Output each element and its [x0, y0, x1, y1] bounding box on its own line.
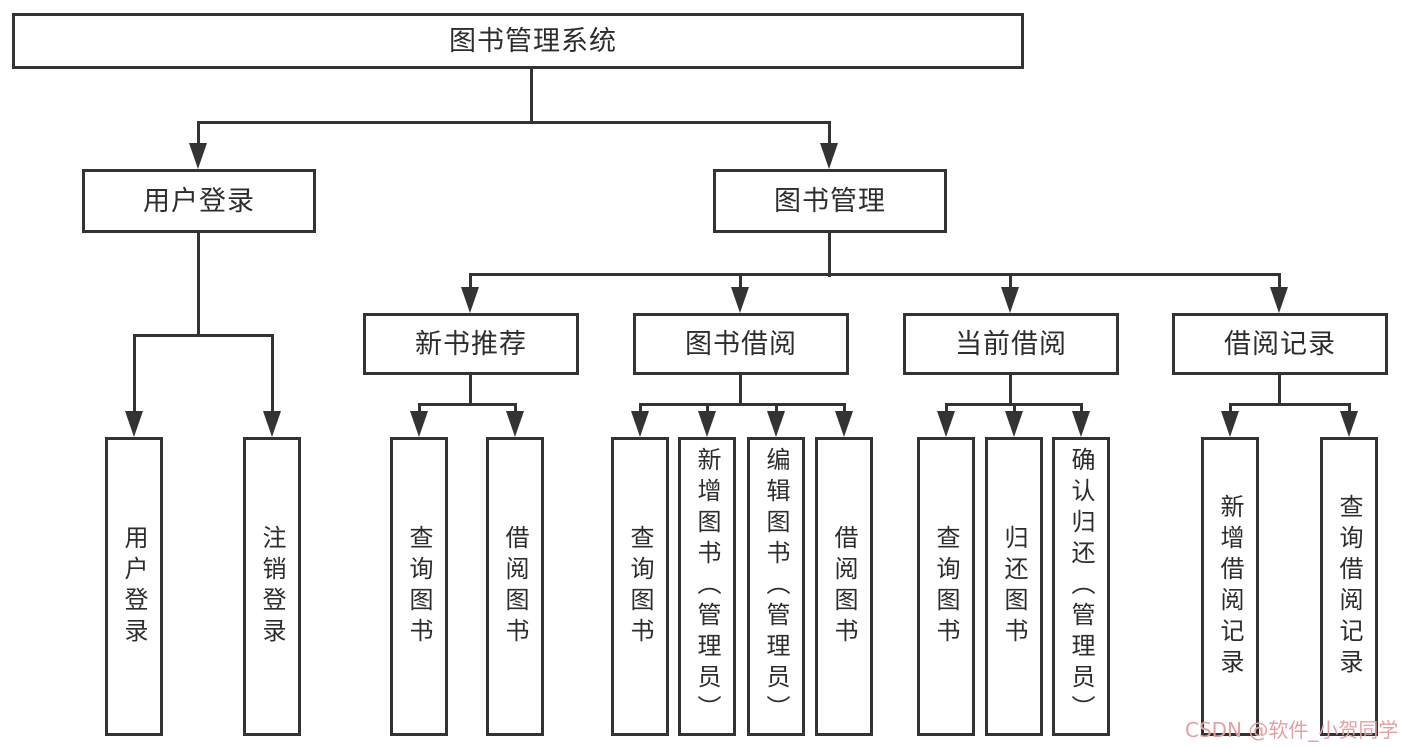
node-leaf-current-query-books-label: 查询图书 [932, 524, 960, 649]
connector-stem-bb-borrow [843, 403, 846, 413]
arrow-user-login-icon [189, 143, 207, 169]
node-leaf-borrow-borrow-books-label: 借阅图书 [830, 524, 858, 649]
connector-stem-bb-query [639, 403, 642, 413]
connector-current-borrow-down [1009, 375, 1012, 405]
connector-stem-bb-add [706, 403, 709, 413]
node-leaf-borrow-add-books-admin-label: 新增图书（管理员） [693, 447, 721, 726]
node-leaf-logout: 注销登录 [243, 437, 301, 736]
connector-new-book-rec-branch [418, 403, 517, 406]
node-borrow-records: 借阅记录 [1172, 313, 1388, 375]
connector-stem-cb-query [945, 403, 948, 413]
node-user-login-label: 用户登录 [143, 185, 255, 217]
arrow-nbr-borrow-icon [506, 411, 524, 437]
node-leaf-records-add-record: 新增借阅记录 [1201, 437, 1259, 736]
node-book-borrow-label: 图书借阅 [685, 328, 797, 360]
connector-stem-cb-confirm [1080, 403, 1083, 413]
node-leaf-user-login: 用户登录 [105, 437, 163, 736]
node-root: 图书管理系统 [12, 13, 1024, 69]
arrow-current-borrow-icon [1001, 287, 1019, 313]
node-root-label: 图书管理系统 [449, 25, 617, 57]
connector-stem-new-book-rec [469, 273, 472, 289]
node-current-borrow-label: 当前借阅 [955, 328, 1067, 360]
node-leaf-borrow-add-books-admin: 新增图书（管理员） [678, 437, 736, 736]
node-current-borrow: 当前借阅 [903, 313, 1119, 375]
arrow-leaf-user-login-icon [125, 411, 143, 437]
connector-stem-cb-return [1013, 403, 1016, 413]
node-leaf-records-add-record-label: 新增借阅记录 [1216, 493, 1244, 680]
node-leaf-newrec-query-books: 查询图书 [390, 437, 448, 736]
node-leaf-current-return-books-label: 归还图书 [1000, 524, 1028, 649]
connector-user-login-down [197, 233, 200, 336]
node-leaf-borrow-edit-books-admin: 编辑图书（管理员） [747, 437, 805, 736]
arrow-book-borrow-icon [731, 287, 749, 313]
arrow-bb-edit-icon [767, 411, 785, 437]
arrow-bb-query-icon [631, 411, 649, 437]
csdn-watermark: CSDN @软件_小贺同学 [1185, 718, 1399, 742]
node-leaf-records-query-record: 查询借阅记录 [1320, 437, 1378, 736]
arrow-bb-add-icon [698, 411, 716, 437]
connector-stem-leaf-logout [271, 334, 274, 414]
connector-user-login-branch [133, 334, 274, 337]
connector-level1-branch [197, 121, 831, 124]
connector-root-trunk [530, 69, 533, 123]
connector-stem-br-query [1348, 403, 1351, 413]
node-leaf-logout-label: 注销登录 [258, 524, 286, 649]
arrow-book-management-icon [820, 143, 838, 169]
node-leaf-records-query-record-label: 查询借阅记录 [1335, 493, 1363, 680]
node-leaf-user-login-label: 用户登录 [120, 524, 148, 649]
connector-stem-nbr-query [418, 403, 421, 413]
arrow-new-book-rec-icon [461, 287, 479, 313]
arrow-nbr-query-icon [410, 411, 428, 437]
arrow-cb-query-icon [937, 411, 955, 437]
arrow-bb-borrow-icon [835, 411, 853, 437]
arrow-borrow-records-icon [1270, 287, 1288, 313]
connector-stem-nbr-borrow [514, 403, 517, 413]
node-book-management-label: 图书管理 [774, 185, 886, 217]
node-leaf-borrow-edit-books-admin-label: 编辑图书（管理员） [762, 447, 790, 726]
node-book-borrow: 图书借阅 [633, 313, 849, 375]
arrow-cb-confirm-icon [1072, 411, 1090, 437]
node-book-management: 图书管理 [713, 169, 947, 233]
connector-stem-bb-edit [775, 403, 778, 413]
node-leaf-current-query-books: 查询图书 [917, 437, 975, 736]
connector-stem-book-borrow [739, 273, 742, 289]
node-leaf-newrec-borrow-books: 借阅图书 [486, 437, 544, 736]
arrow-leaf-logout-icon [263, 411, 281, 437]
arrow-br-query-icon [1340, 411, 1358, 437]
node-leaf-borrow-borrow-books: 借阅图书 [815, 437, 873, 736]
connector-borrow-records-down [1278, 373, 1281, 405]
connector-stem-borrow-records [1278, 273, 1281, 289]
arrow-cb-return-icon [1005, 411, 1023, 437]
arrow-br-add-icon [1221, 411, 1239, 437]
connector-stem-br-add [1229, 403, 1232, 413]
node-borrow-records-label: 借阅记录 [1224, 328, 1336, 360]
node-leaf-newrec-borrow-books-label: 借阅图书 [501, 524, 529, 649]
node-leaf-current-confirm-return-admin: 确认归还（管理员） [1052, 437, 1110, 736]
connector-borrow-records-branch [1229, 403, 1350, 406]
node-new-book-recommend: 新书推荐 [363, 313, 579, 375]
node-new-book-recommend-label: 新书推荐 [415, 328, 527, 360]
connector-stem-book-management [828, 121, 831, 147]
node-leaf-borrow-query-books: 查询图书 [611, 437, 669, 736]
connector-level2-branch [469, 273, 1281, 276]
node-leaf-current-return-books: 归还图书 [985, 437, 1043, 736]
node-leaf-current-confirm-return-admin-label: 确认归还（管理员） [1067, 447, 1095, 726]
node-leaf-newrec-query-books-label: 查询图书 [405, 524, 433, 649]
connector-stem-current-borrow [1009, 273, 1012, 289]
connector-stem-leaf-user-login [133, 334, 136, 414]
node-user-login: 用户登录 [82, 169, 316, 233]
connector-stem-user-login [197, 121, 200, 147]
node-leaf-borrow-query-books-label: 查询图书 [626, 524, 654, 649]
connector-new-book-rec-down [469, 375, 472, 405]
connector-book-borrow-down [739, 375, 742, 405]
connector-book-management-down [828, 233, 831, 277]
connector-book-borrow-branch [639, 403, 845, 406]
